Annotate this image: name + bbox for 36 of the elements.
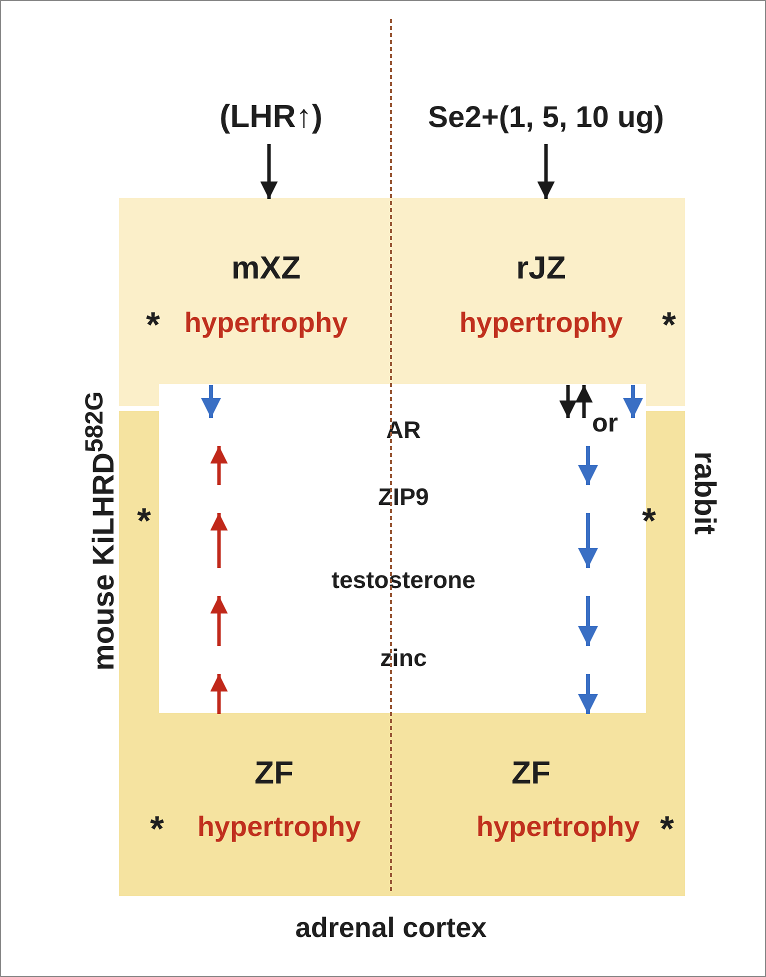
arrow — [559, 385, 577, 418]
zone-note: hypertrophy — [197, 811, 361, 843]
asterisk-mark: * — [137, 500, 151, 542]
arrow — [210, 513, 228, 568]
label-text: Se2+(1, 5, 10 ug) — [411, 93, 681, 143]
asterisk-mark: * — [662, 304, 676, 346]
arrow — [575, 385, 593, 418]
zone-note: hypertrophy — [184, 307, 348, 339]
arrow — [201, 385, 221, 418]
arrow — [210, 596, 228, 646]
arrow — [578, 513, 598, 568]
asterisk-mark: * — [660, 808, 674, 850]
label-text: (LHR↑) — [191, 89, 351, 143]
arrow — [260, 144, 278, 199]
zone-region — [119, 713, 391, 896]
zone-region — [391, 198, 685, 384]
zone-name: mXZ — [231, 250, 301, 286]
asterisk-mark: * — [150, 808, 164, 850]
arrow — [210, 446, 228, 485]
zone-note: hypertrophy — [459, 307, 623, 339]
arrow — [578, 596, 598, 646]
arrow — [623, 385, 643, 418]
arrow — [578, 674, 598, 714]
arrow — [210, 674, 228, 714]
zone-note: hypertrophy — [476, 811, 640, 843]
zone-region — [119, 198, 391, 384]
caption-text: adrenal cortex — [295, 912, 487, 944]
zone-name: rJZ — [516, 250, 566, 286]
asterisk-mark: * — [146, 304, 160, 346]
arrow — [578, 446, 598, 485]
zone-name: ZF — [254, 754, 294, 792]
zone-name: ZF — [511, 754, 551, 792]
side-label: rabbit — [687, 451, 721, 535]
arrow — [537, 144, 555, 199]
zone-region — [391, 713, 685, 896]
connector-word: or — [592, 408, 618, 438]
